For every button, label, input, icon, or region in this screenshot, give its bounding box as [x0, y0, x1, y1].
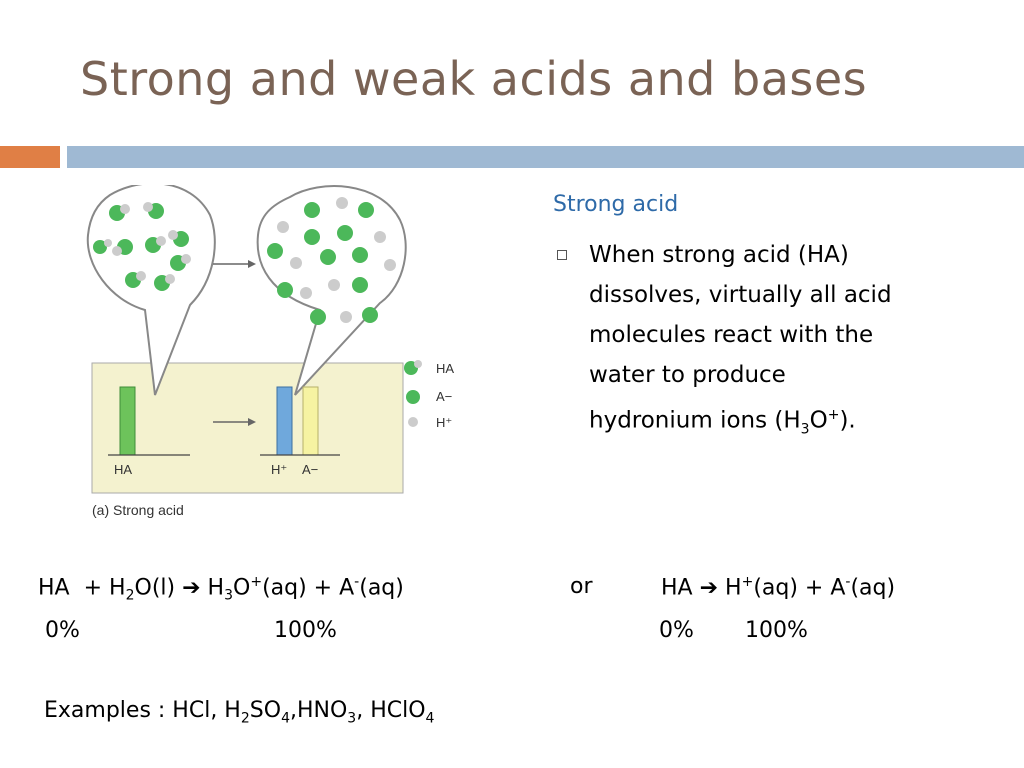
bar-a-minus: [302, 386, 319, 456]
bullet-line-5: hydronium ions (H3O+).: [589, 407, 856, 438]
strong-acid-description: Strong acid When strong acid (HA) dissol…: [553, 192, 1013, 449]
bar-h-plus: [276, 386, 293, 456]
bullet-square-icon: [557, 250, 567, 260]
accent-bar-orange: [0, 146, 60, 168]
legend-a-minus: A−: [436, 389, 452, 404]
figure-legend: HA A− H⁺: [404, 360, 454, 430]
equation-or: or: [570, 574, 593, 599]
reaction-equation-short: HA ➔ H+(aq) + A-(aq): [661, 574, 896, 601]
arrow-icon: ➔: [182, 575, 201, 601]
slide-title: Strong and weak acids and bases: [80, 52, 868, 106]
legend-ha: HA: [436, 361, 454, 376]
arrow-icon: ➔: [699, 575, 719, 601]
bullet-line-3: molecules react with the: [589, 322, 874, 348]
bar-label-a-minus: A−: [302, 462, 318, 477]
bar-ha: [119, 386, 136, 456]
bar-label-ha: HA: [114, 462, 132, 477]
examples-line: Examples : HCl, H2SO4,HNO3, HClO4: [44, 698, 435, 727]
figure-caption: (a) Strong acid: [92, 502, 184, 518]
bullet-line-2: dissolves, virtually all acid: [589, 282, 892, 308]
bullet-line-4: water to produce: [589, 362, 786, 388]
bullet-item: When strong acid (HA) dissolves, virtual…: [553, 235, 1013, 449]
bullet-line-1: When strong acid (HA): [589, 242, 849, 268]
section-heading: Strong acid: [553, 192, 679, 217]
reaction-equation: HA + H2O(l) ➔ H3O+(aq) + A-(aq): [38, 574, 404, 604]
accent-bar-blue: [67, 146, 1024, 168]
percent-product-right: 100%: [745, 618, 808, 643]
percent-product-left: 100%: [274, 618, 337, 643]
legend-h-plus: H⁺: [436, 415, 452, 430]
percent-ha-left: 0%: [45, 618, 80, 643]
ion-particles: [267, 197, 396, 325]
bar-label-h-plus: H⁺: [271, 462, 287, 477]
percent-ha-right: 0%: [659, 618, 694, 643]
figure-panel: [91, 362, 404, 494]
right-callout: [256, 185, 407, 396]
strong-acid-figure: HA H⁺ A− HA A− H⁺ (a) Strong acid: [86, 185, 454, 518]
ha-molecules: [93, 202, 191, 291]
